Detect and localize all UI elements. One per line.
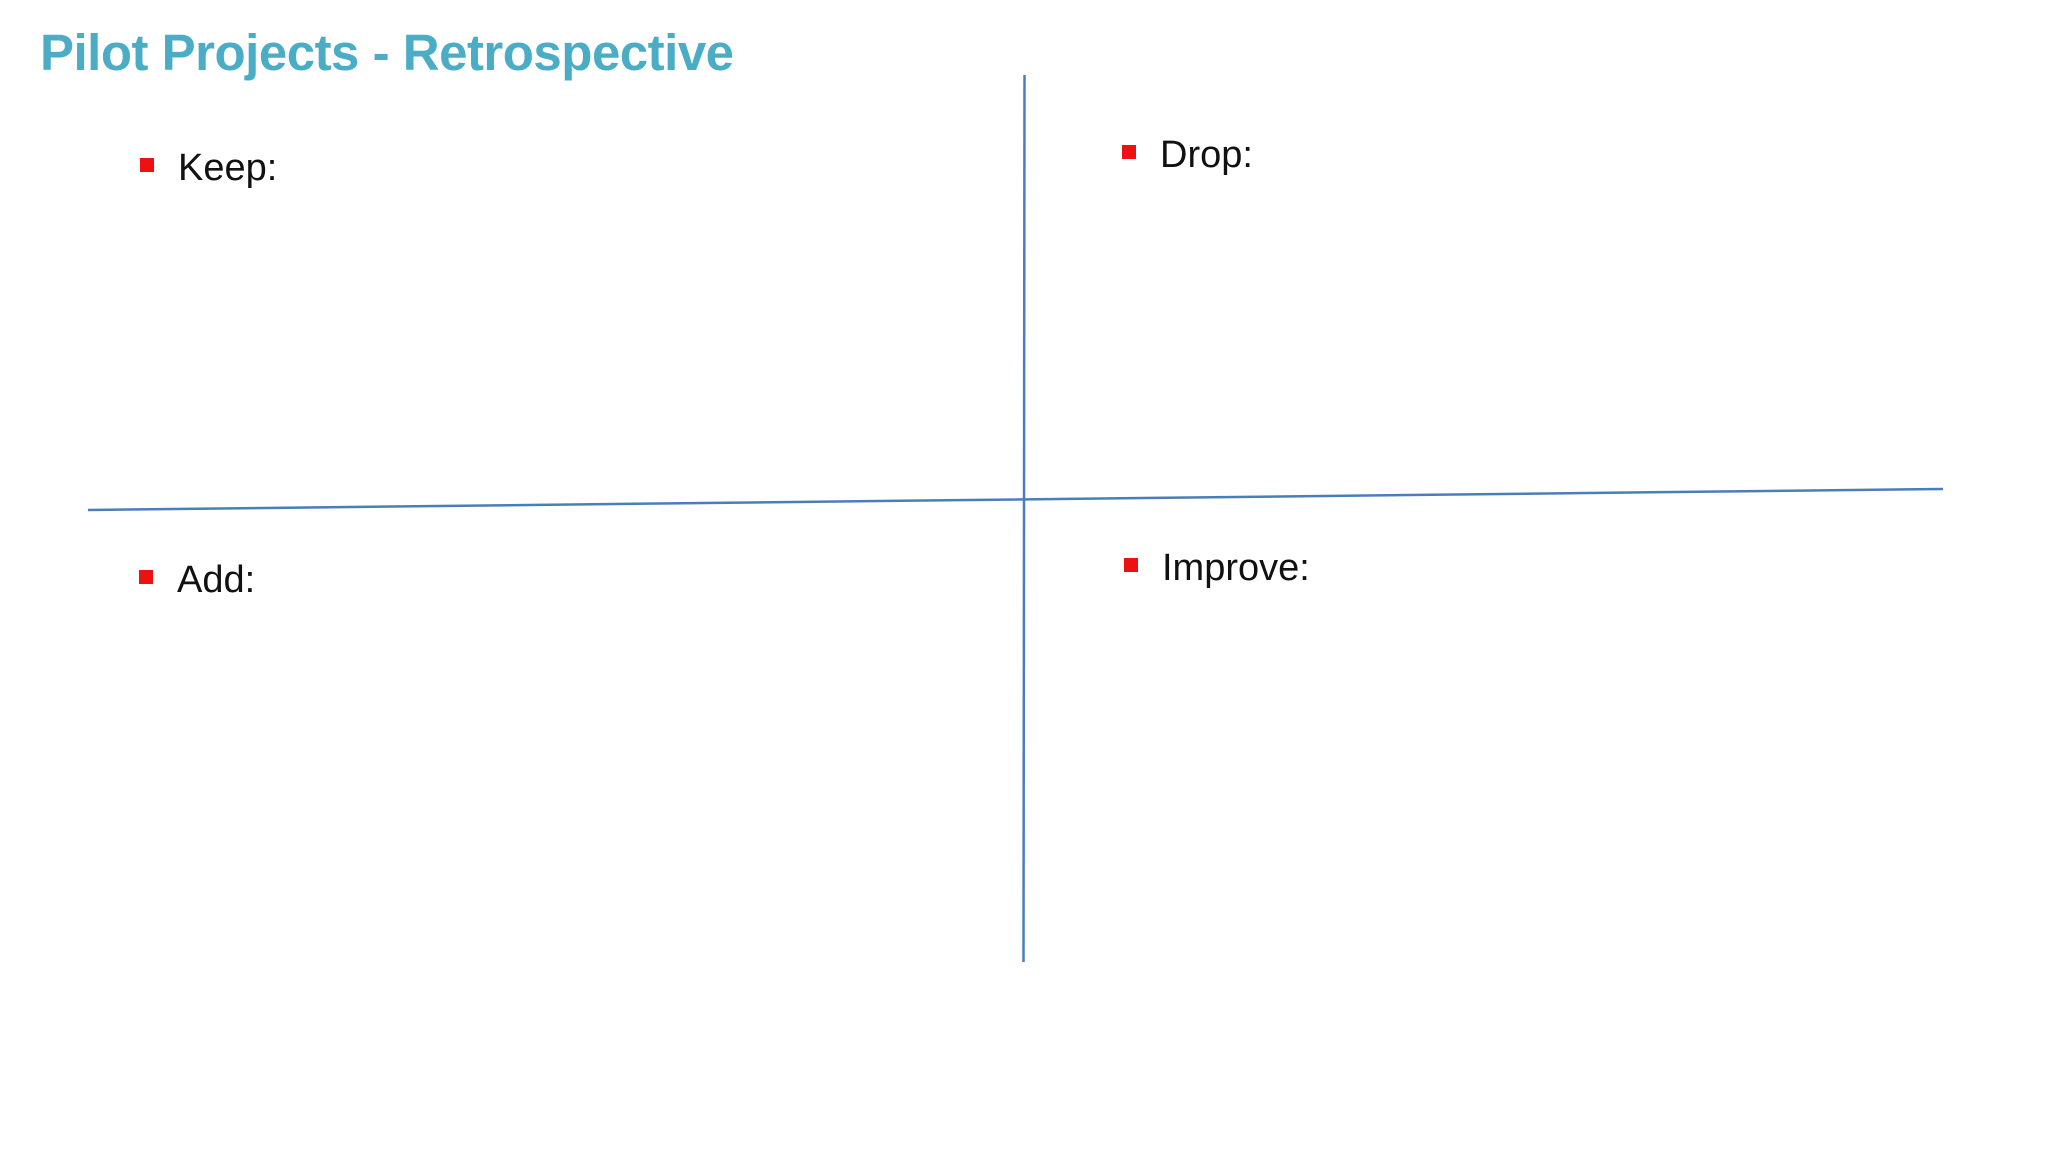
quadrant-label-text: Improve: — [1162, 547, 1310, 589]
square-bullet-icon — [1122, 145, 1136, 159]
square-bullet-icon — [139, 570, 153, 584]
slide-title: Pilot Projects - Retrospective — [40, 24, 734, 81]
quadrant-label-text: Drop: — [1160, 134, 1253, 176]
quadrant-label-improve: Improve: — [1124, 544, 1310, 592]
quadrant-label-drop: Drop: — [1122, 131, 1253, 179]
horizontal-axis-line — [87, 487, 1944, 512]
square-bullet-icon — [140, 158, 154, 172]
quadrant-label-text: Add: — [177, 559, 256, 601]
quadrant-label-add: Add: — [139, 556, 255, 604]
square-bullet-icon — [1124, 558, 1138, 572]
vertical-axis-line — [1022, 74, 1026, 963]
quadrant-label-keep: Keep: — [140, 144, 277, 192]
quadrant-label-text: Keep: — [178, 147, 278, 189]
